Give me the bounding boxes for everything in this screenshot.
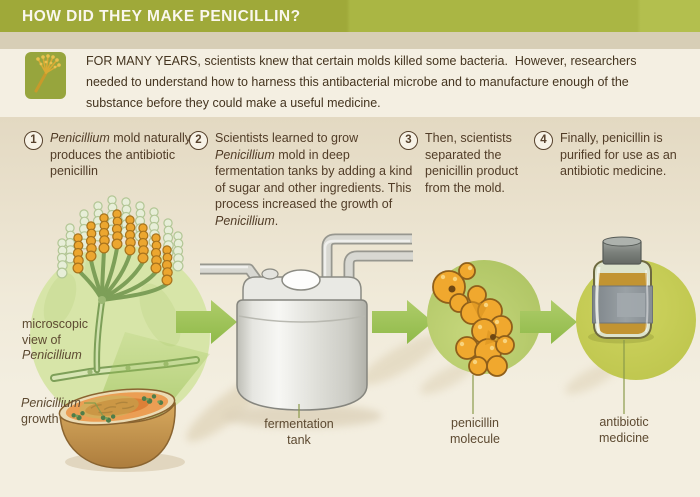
penicillium-sprig-icon (25, 52, 66, 99)
fermentation-tank-illustration (200, 233, 413, 418)
step-2-text: Scientists learned to grow Penicillium m… (215, 131, 413, 228)
growth-pointer-line (84, 402, 104, 417)
caption-fermentation-tank: fermentation tank (249, 417, 349, 448)
caption-line: antibiotic (599, 415, 649, 429)
step-1-text: Penicillium mold naturally produces the … (50, 131, 192, 178)
step-3: 3 Then, scientists separated the penicil… (399, 130, 541, 196)
molecule-illustration (427, 260, 541, 414)
step-3-number-badge: 3 (399, 131, 418, 150)
caption-antibiotic-medicine: antibiotic medicine (585, 415, 663, 446)
caption-line: Penicillium (21, 396, 81, 410)
step-1: 1 Penicillium mold naturally produces th… (24, 130, 192, 180)
medicine-vial-illustration (576, 236, 696, 414)
caption-line: Penicillium (22, 348, 82, 362)
header-bar: HOW DID THEY MAKE PENICILLIN? (0, 0, 700, 32)
divider-strip (0, 32, 700, 49)
step-4-number-badge: 4 (534, 131, 553, 150)
intro-body: scientists knew that certain molds kille… (86, 54, 640, 110)
flow-arrow-2 (372, 300, 433, 344)
intro-section: FOR MANY YEARS, scientists knew that cer… (0, 49, 700, 117)
step-1-number-badge: 1 (24, 131, 43, 150)
step-3-text: Then, scientists separated the penicilli… (425, 131, 519, 195)
page-title: HOW DID THEY MAKE PENICILLIN? (22, 8, 301, 25)
flow-arrow-3 (520, 300, 577, 344)
caption-line: penicillin (451, 416, 499, 430)
caption-line: growth (21, 411, 59, 426)
caption-microscopic-view: microscopic view of Penicillium (22, 317, 88, 364)
caption-line: tank (287, 432, 311, 447)
step-4: 4 Finally, penicillin is purified for us… (534, 130, 700, 180)
caption-line: microscopic (22, 317, 88, 331)
intro-lead: FOR MANY YEARS, (86, 54, 201, 68)
step-2: 2 Scientists learned to grow Penicillium… (189, 130, 418, 229)
flow-arrow-1 (176, 300, 237, 344)
caption-line: medicine (598, 430, 650, 445)
step-4-text: Finally, penicillin is purified for use … (560, 131, 677, 178)
caption-penicillin-molecule: penicillin molecule (437, 416, 513, 447)
caption-line: fermentation (264, 417, 334, 431)
caption-line: view of (22, 332, 61, 347)
caption-penicillium-growth: Penicillium growth (21, 396, 81, 427)
caption-line: molecule (449, 431, 501, 446)
melon-illustration (58, 388, 185, 472)
step-2-number-badge: 2 (189, 131, 208, 150)
intro-text: FOR MANY YEARS, scientists knew that cer… (86, 51, 662, 114)
